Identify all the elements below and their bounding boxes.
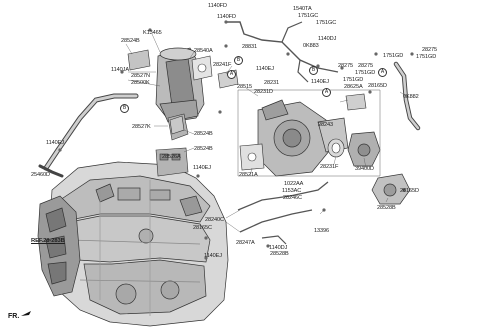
part-label-1140EJ-5: 1140EJ — [204, 253, 222, 259]
part-label-28527N: 28527N — [131, 73, 150, 79]
part-label-1540TA: 1540TA — [293, 6, 312, 12]
part-label-28165D: 28165D — [368, 83, 387, 89]
coolant-return-line — [239, 209, 313, 233]
front-direction-label: FR. — [8, 310, 33, 320]
turbocharger — [257, 99, 349, 177]
part-label-28231: 28231 — [264, 80, 280, 86]
part-label-28524B-3: 28524B — [194, 146, 213, 152]
part-label-1751GD-3: 1751GD — [383, 53, 404, 59]
part-label-1140FD: 1140FD — [208, 3, 227, 9]
callout-a: A — [227, 70, 236, 79]
part-label-28524B-2: 28524B — [194, 131, 213, 137]
part-label-28246C: 28246C — [283, 195, 302, 201]
part-label-13396: 13396 — [314, 228, 330, 234]
front-direction-text: FR. — [8, 313, 20, 320]
oil-return-line — [237, 181, 329, 211]
part-label-1751GD-4: 1751GD — [416, 54, 437, 60]
heat-protector — [371, 173, 411, 205]
part-label-28831: 28831 — [242, 44, 258, 50]
ref-link-28-283B[interactable]: REF.28-283B — [31, 238, 65, 244]
part-label-K13465: K13465 — [143, 30, 162, 36]
part-label-1022AA: 1022AA — [284, 181, 304, 187]
part-label-1140JA: 1140JA — [111, 67, 129, 73]
part-label-1140FD-2: 1140FD — [217, 14, 236, 20]
part-label-28528B-2: 28528B — [270, 251, 289, 257]
part-label-28165C: 28165C — [193, 225, 212, 231]
part-label-1751GD-2: 1751GD — [343, 77, 364, 83]
coolant-line-branch — [281, 21, 303, 43]
turbo-gasket — [327, 138, 345, 158]
part-label-28521A: 28521A — [239, 172, 258, 178]
part-label-28500K: 28500K — [131, 80, 150, 86]
catalytic-converter — [155, 47, 205, 123]
part-label-28231F: 28231F — [320, 164, 339, 170]
part-label-28527K: 28527K — [132, 124, 151, 130]
part-label-28528B: 28528B — [377, 205, 396, 211]
intake-manifold — [37, 195, 81, 297]
part-label-1140DJ-2: 1140DJ — [269, 245, 288, 251]
part-label-1751GC: 1751GC — [298, 13, 319, 19]
engine-block — [47, 161, 229, 327]
part-label-28524B: 28524B — [121, 38, 140, 44]
part-label-1140EJ-4: 1140EJ — [193, 165, 211, 171]
turbo-flange-gasket — [239, 143, 265, 171]
callout-a: A — [322, 88, 331, 97]
part-label-1140DJ: 1140DJ — [318, 36, 337, 42]
callout-b: B — [120, 104, 129, 113]
part-label-1140EJ-3: 1140EJ — [46, 140, 64, 146]
part-label-25460D: 25460D — [31, 172, 50, 178]
part-label-28231D: 28231D — [254, 89, 273, 95]
oil-feed-line — [297, 59, 309, 83]
part-label-28241F: 28241F — [213, 62, 232, 68]
callout-b: B — [309, 66, 318, 75]
gasket — [191, 55, 213, 81]
hose-lower — [38, 164, 64, 178]
heat-shield — [127, 49, 151, 71]
turbo-assembly-frame — [237, 89, 381, 177]
part-label-1140EJ-2: 1140EJ — [311, 79, 329, 85]
leader-lines — [125, 33, 407, 233]
part-label-1751GC-2: 1751GC — [316, 20, 337, 26]
part-label-28243: 28243 — [318, 122, 334, 128]
part-label-28526A: 28526A — [162, 154, 181, 160]
callout-b: B — [234, 56, 243, 65]
callout-a: A — [378, 68, 387, 77]
part-label-28165D-2: 28165D — [400, 188, 419, 194]
part-label-1751GD: 1751GD — [355, 70, 376, 76]
part-label-28515: 28515 — [237, 84, 253, 90]
part-label-0K882: 0K882 — [403, 94, 419, 100]
part-label-0K883: 0K883 — [303, 43, 319, 49]
part-label-28275-3: 28275 — [422, 47, 438, 53]
part-label-28247A: 28247A — [236, 240, 255, 246]
part-label-39400D: 39400D — [355, 166, 374, 172]
part-label-28275-2: 28275 — [358, 63, 374, 69]
bolts — [58, 20, 414, 260]
part-label-28540A: 28540A — [194, 48, 213, 54]
line-28247A — [261, 235, 287, 245]
part-label-28275: 28275 — [338, 63, 354, 69]
front-arrow-icon — [21, 311, 32, 316]
part-label-1140EJ: 1140EJ — [256, 66, 274, 72]
bracket — [345, 93, 367, 111]
part-label-28240C: 28240C — [205, 217, 224, 223]
wastegate-actuator — [347, 131, 381, 167]
part-label-28625A: 28625A — [344, 84, 363, 90]
part-label-1153AC: 1153AC — [282, 188, 302, 194]
